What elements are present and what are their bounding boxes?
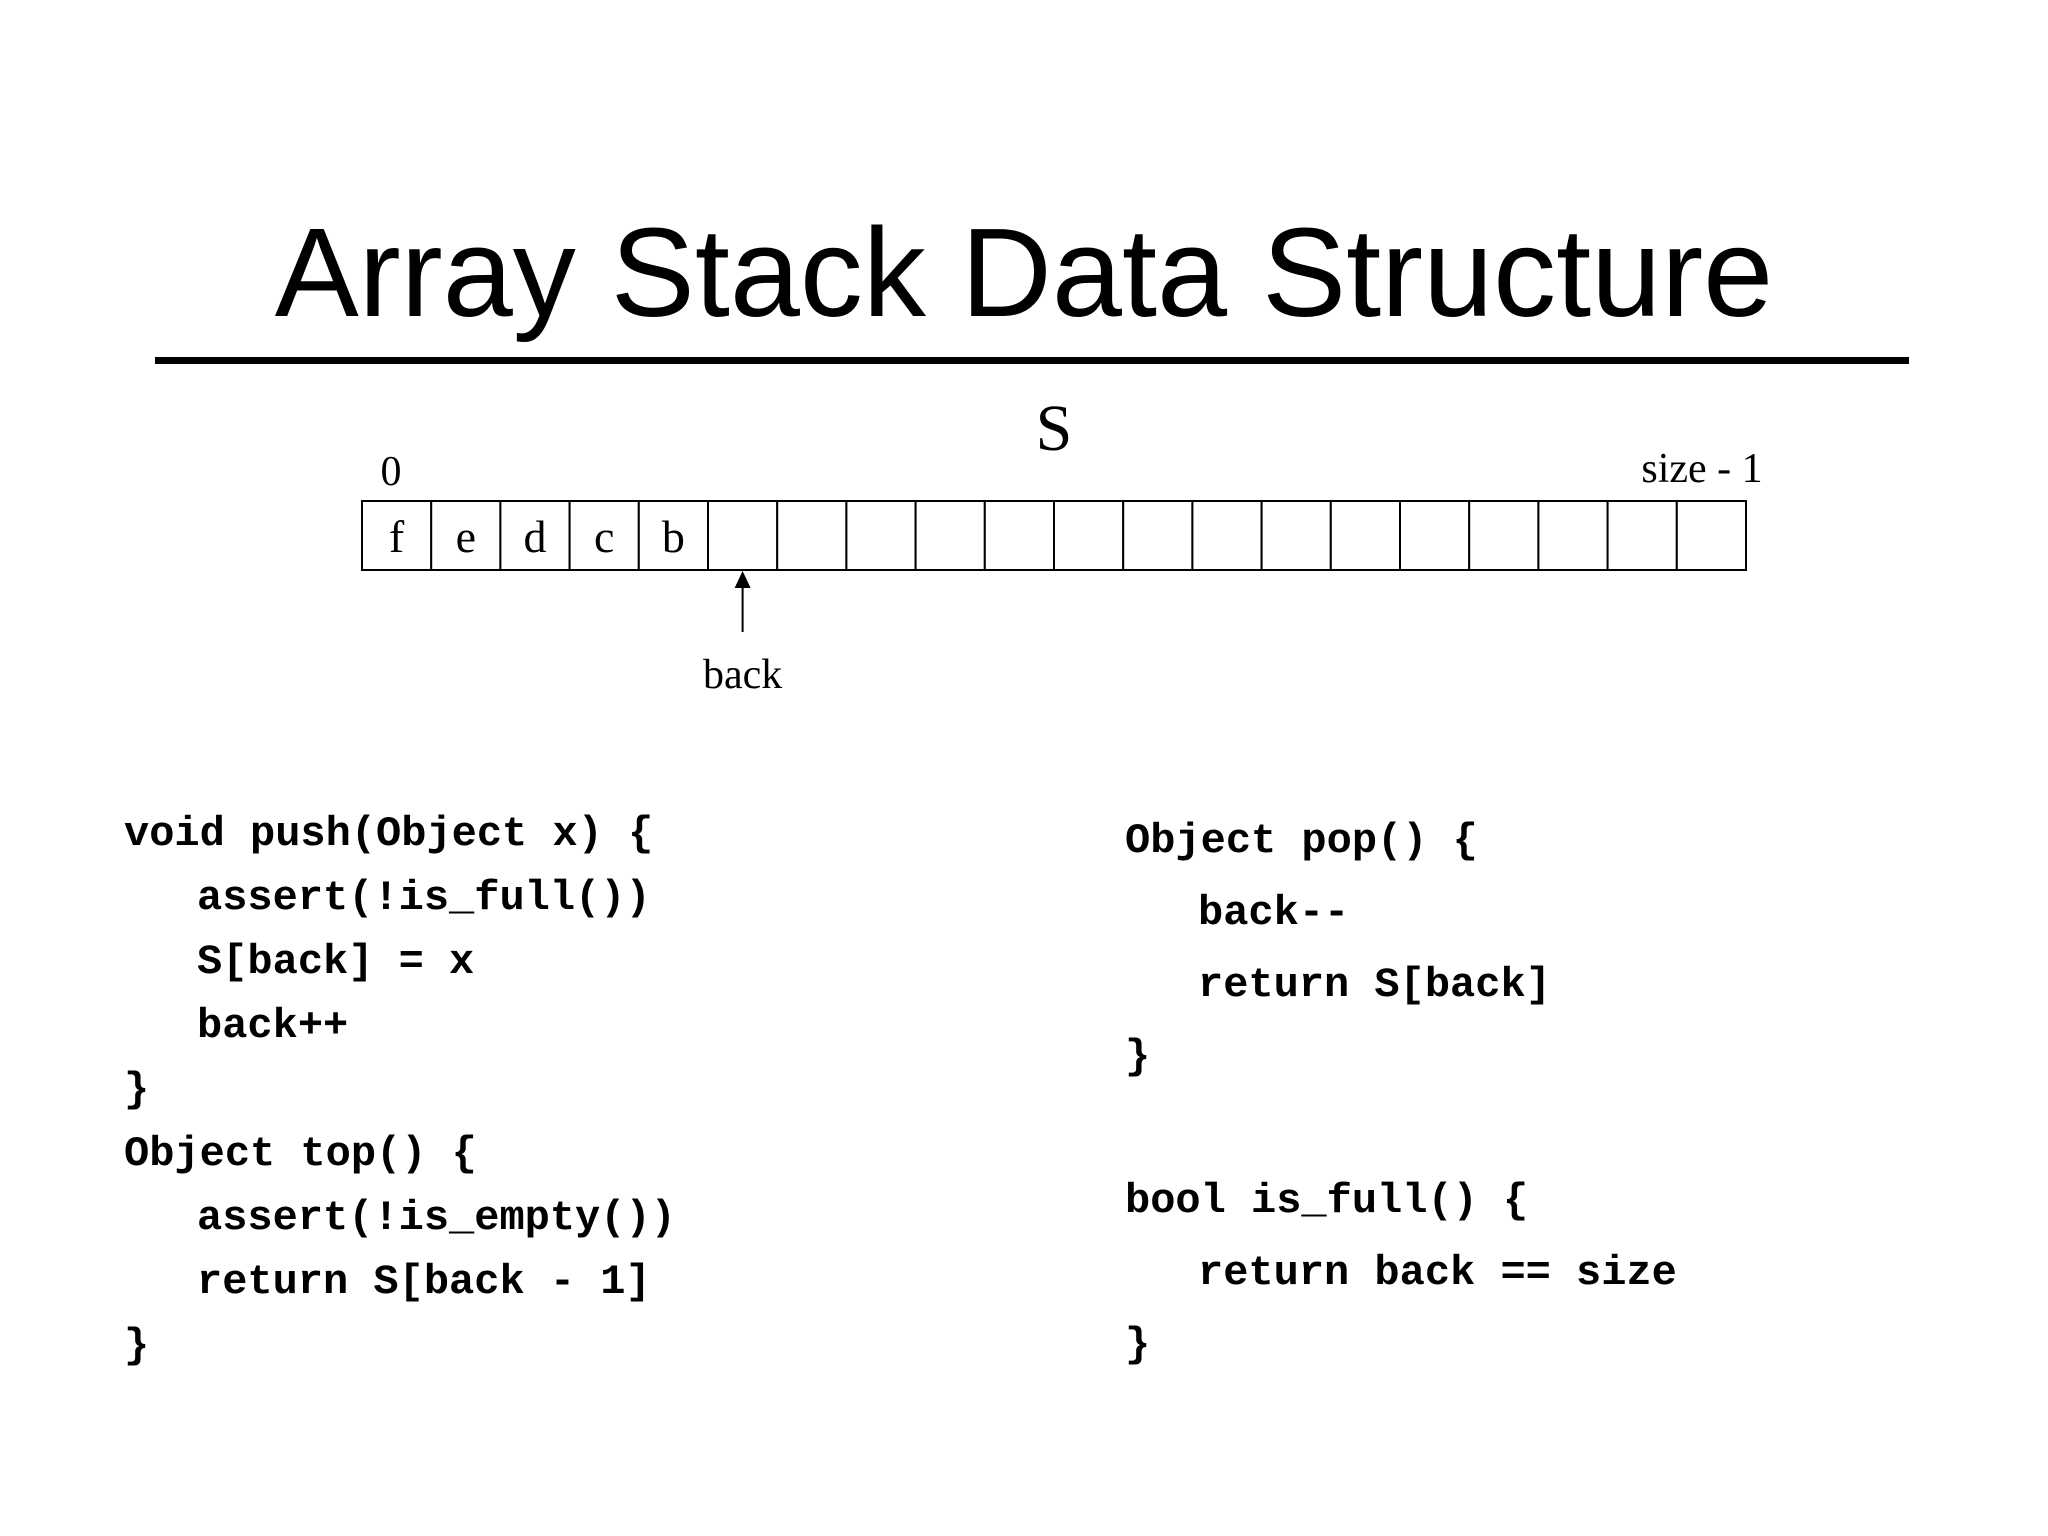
array-cell xyxy=(637,500,709,571)
code-line: Object top() { xyxy=(124,1130,477,1178)
back-pointer: back xyxy=(703,571,782,698)
array-cell-value: c xyxy=(594,511,614,562)
array-cell-value: b xyxy=(662,511,685,562)
code-line: } xyxy=(124,1322,150,1370)
code-line: Object pop() { xyxy=(1125,817,1478,865)
array-cell xyxy=(1537,500,1609,571)
code-line: } xyxy=(124,1066,150,1114)
code-line xyxy=(1125,1093,1677,1165)
array-cell xyxy=(776,500,848,571)
code-left-column: void push(Object x) { assert(!is_full()) S… xyxy=(124,802,676,1378)
code-line: return back == size xyxy=(1198,1249,1677,1297)
array-cell xyxy=(707,500,779,571)
array-cell xyxy=(1122,500,1194,571)
slide-title: Array Stack Data Structure xyxy=(274,202,1774,343)
code-line: } xyxy=(1125,1321,1151,1369)
code-line: back-- xyxy=(1198,889,1350,937)
array-cell xyxy=(1260,500,1332,571)
code-line: return S[back - 1] xyxy=(197,1258,651,1306)
end-index-label: size - 1 xyxy=(1641,446,1762,492)
array-cell-value: d xyxy=(524,511,547,562)
pointer-label: back xyxy=(703,652,782,698)
array-name-label: S xyxy=(1036,392,1073,465)
array-cell xyxy=(499,500,571,571)
pointer-arrow-head xyxy=(734,571,751,588)
array-cell xyxy=(983,500,1055,571)
array-cell-value: e xyxy=(456,511,476,562)
array-cell xyxy=(1329,500,1402,571)
array-cell xyxy=(1053,500,1125,571)
code-line: assert(!is_full()) xyxy=(197,874,651,922)
array-cell xyxy=(914,500,986,571)
array-cell xyxy=(1468,500,1540,571)
array-cell xyxy=(1191,500,1263,571)
code-right-column: Object pop() { back-- return S[back]} bool … xyxy=(1125,805,1677,1381)
array-cell xyxy=(1606,500,1678,571)
array-cell-value: f xyxy=(389,511,405,562)
title-divider xyxy=(155,357,1909,364)
code-line: back++ xyxy=(197,1002,349,1050)
code-line: void push(Object x) { xyxy=(124,810,654,858)
array-cell xyxy=(568,500,640,571)
code-line: S[back] = x xyxy=(197,938,475,986)
code-line: assert(!is_empty()) xyxy=(197,1194,676,1242)
start-index-label: 0 xyxy=(381,449,402,495)
code-line: bool is_full() { xyxy=(1125,1177,1529,1225)
array-cell xyxy=(1675,500,1748,571)
code-line: } xyxy=(1125,1033,1151,1081)
array-cell xyxy=(845,500,917,571)
array-cell xyxy=(361,500,433,571)
code-line: return S[back] xyxy=(1198,961,1551,1009)
array-cell xyxy=(1399,500,1471,571)
